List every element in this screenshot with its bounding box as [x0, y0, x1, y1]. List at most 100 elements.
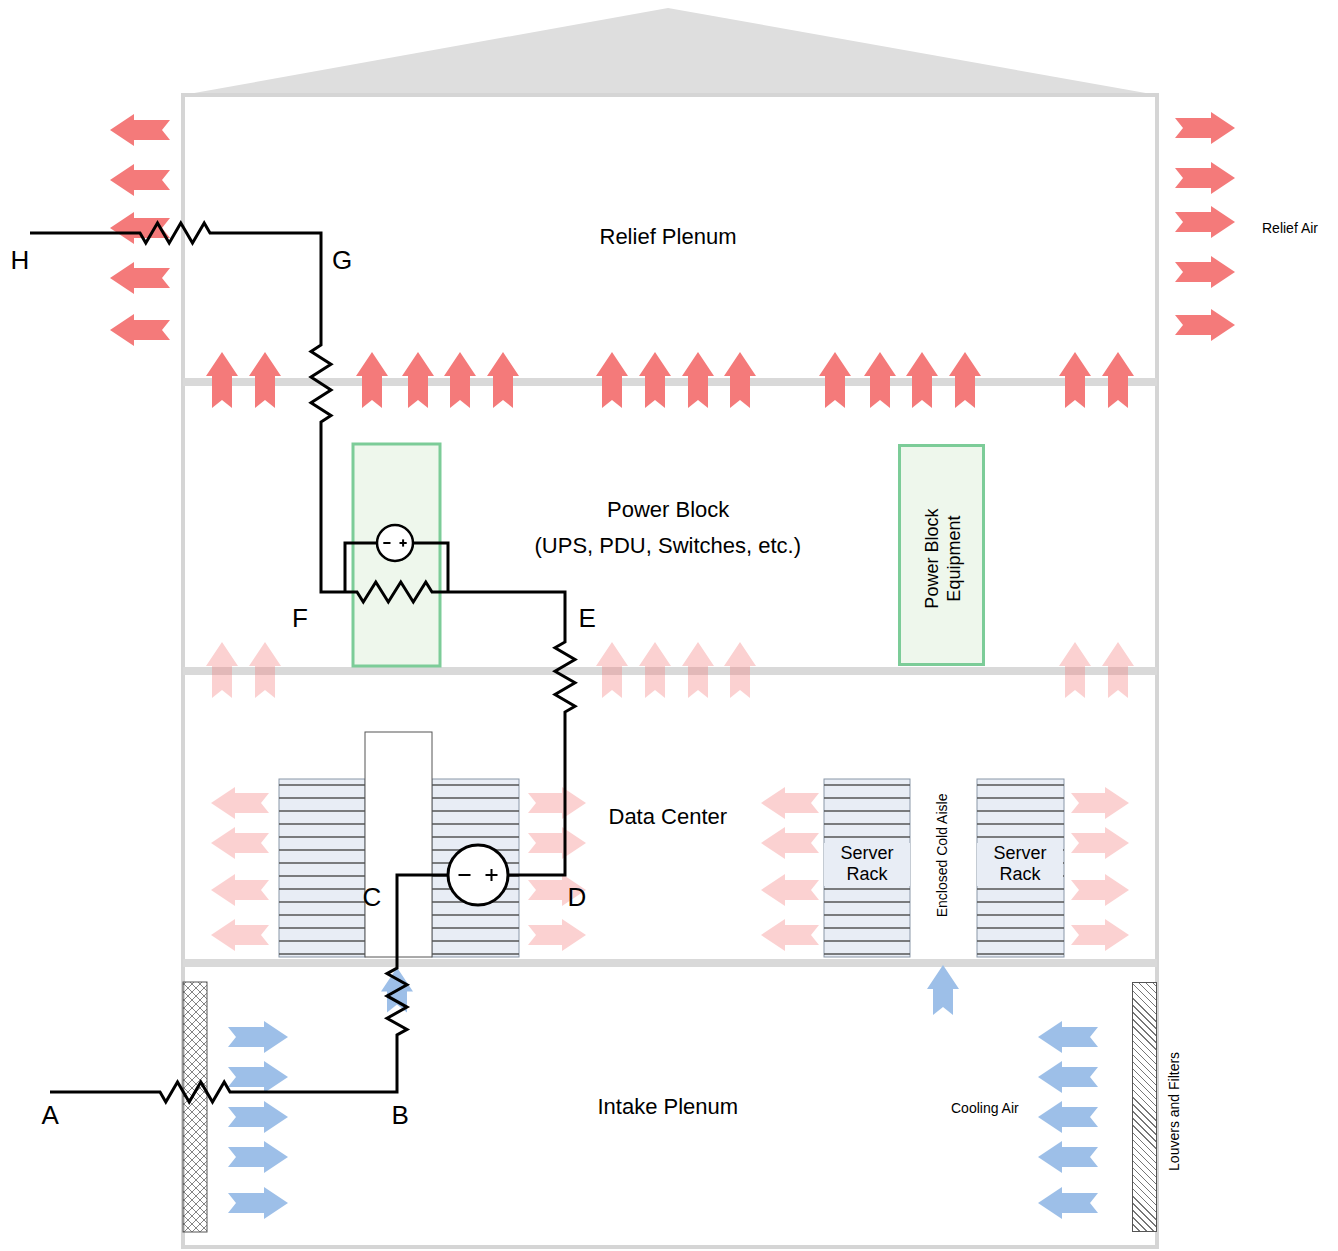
airflow-arrow [819, 352, 851, 408]
airflow-arrow [211, 827, 269, 859]
rack-shelf [977, 901, 1064, 903]
rack-shelf [432, 797, 519, 799]
rack-shelf [279, 927, 365, 929]
node-text: Enclosed Cold Aisle [934, 793, 951, 917]
source-symbol [377, 525, 413, 561]
airflow-arrow [1071, 787, 1129, 819]
rack-shelf [824, 953, 910, 955]
airflow-arrow [682, 642, 714, 698]
rack-shelf [977, 823, 1064, 825]
airflow-arrow [1059, 642, 1091, 698]
rack-shelf [977, 797, 1064, 799]
airflow-arrow [1175, 206, 1235, 238]
node-text: Power Block Equipment [922, 498, 965, 618]
airflow-arrow [949, 352, 981, 408]
circuit-wire [30, 223, 345, 592]
rack-shelf [977, 784, 1064, 786]
rack-shelf [977, 888, 1064, 890]
airflow-arrow [206, 352, 238, 408]
power-equipment-box [353, 444, 440, 666]
rack-shelf [279, 875, 365, 877]
rack-shelf [279, 784, 365, 786]
airflow-arrow [724, 352, 756, 408]
airflow-arrow [487, 352, 519, 408]
rack-shelf [279, 823, 365, 825]
rack-shelf [279, 940, 365, 942]
rack-shelf [432, 914, 519, 916]
node-text: Server Rack [977, 843, 1063, 886]
rack-shelf [279, 836, 365, 838]
rack-shelf [432, 836, 519, 838]
power-equipment-box: Power Block Equipment [898, 444, 985, 666]
node-text: Server Rack [824, 843, 910, 886]
circuit-wire [50, 875, 448, 1102]
rack-shelf [432, 823, 519, 825]
cold-aisle: Enclosed Cold Aisle [910, 732, 977, 957]
rack-shelf [279, 888, 365, 890]
airflow-arrow [761, 827, 819, 859]
node-text: Data Center [609, 804, 728, 830]
server-rack: Server Rack [824, 779, 910, 957]
rack-shelf [824, 784, 910, 786]
node-text: Power Block [607, 497, 729, 523]
rack-shelf [279, 914, 365, 916]
airflow-arrow [927, 965, 959, 1015]
airflow-arrow [528, 787, 586, 819]
rack-shelf [279, 901, 365, 903]
airflow-arrow [761, 787, 819, 819]
airflow-arrow [639, 642, 671, 698]
floor-slab [183, 667, 1157, 675]
airflow-arrow [1038, 1187, 1098, 1219]
rack-shelf [977, 836, 1064, 838]
rack-shelf [824, 810, 910, 812]
airflow-arrow [1175, 162, 1235, 194]
node-point-label: H [11, 245, 30, 276]
data-center-band: Data CenterServer Rack Enclosed Cold Aisl… [185, 676, 1155, 959]
rack-shelf [824, 927, 910, 929]
rack-shelf [279, 797, 365, 799]
minus-sign [459, 874, 471, 876]
rack-shelf [977, 810, 1064, 812]
airflow-arrow [682, 352, 714, 408]
source-symbol [448, 845, 508, 905]
circuit-wire [345, 582, 575, 875]
rack-shelf [432, 810, 519, 812]
server-rack [279, 779, 365, 957]
airflow-arrow [1038, 1101, 1098, 1133]
airflow-arrow [1038, 1021, 1098, 1053]
airflow-arrow [211, 787, 269, 819]
airflow-arrow [1175, 309, 1235, 341]
airflow-arrow [228, 1101, 288, 1133]
building-wall [183, 95, 1157, 1247]
relief-plenum-band: Relief Plenum [185, 97, 1155, 378]
airflow-arrow [110, 114, 170, 146]
server-rack: Server Rack [977, 779, 1064, 957]
rack-shelf [432, 927, 519, 929]
node-text: Louvers and Filters [1166, 1051, 1183, 1170]
airflow-arrow [1038, 1061, 1098, 1093]
floor-slab [183, 378, 1157, 386]
airflow-arrow [211, 919, 269, 951]
rack-shelf [432, 784, 519, 786]
rack-shelf [824, 836, 910, 838]
node-text: Relief Plenum [600, 224, 737, 250]
airflow-arrow [906, 352, 938, 408]
airflow-arrow [528, 919, 586, 951]
airflow-arrow [1175, 112, 1235, 144]
airflow-arrow [1038, 1141, 1098, 1173]
rack-shelf [824, 914, 910, 916]
node-point-label: B [392, 1100, 409, 1131]
airflow-arrow [761, 919, 819, 951]
node-point-label: C [363, 882, 382, 913]
plus-sign [402, 539, 404, 546]
rack-shelf [279, 862, 365, 864]
airflow-arrow [596, 352, 628, 408]
airflow-arrow [1175, 256, 1235, 288]
airflow-arrow [1071, 827, 1129, 859]
airflow-arrow [206, 642, 238, 698]
rack-shelf [977, 927, 1064, 929]
louver [183, 982, 207, 1232]
airflow-arrow [402, 352, 434, 408]
node-point-label: E [579, 603, 596, 634]
